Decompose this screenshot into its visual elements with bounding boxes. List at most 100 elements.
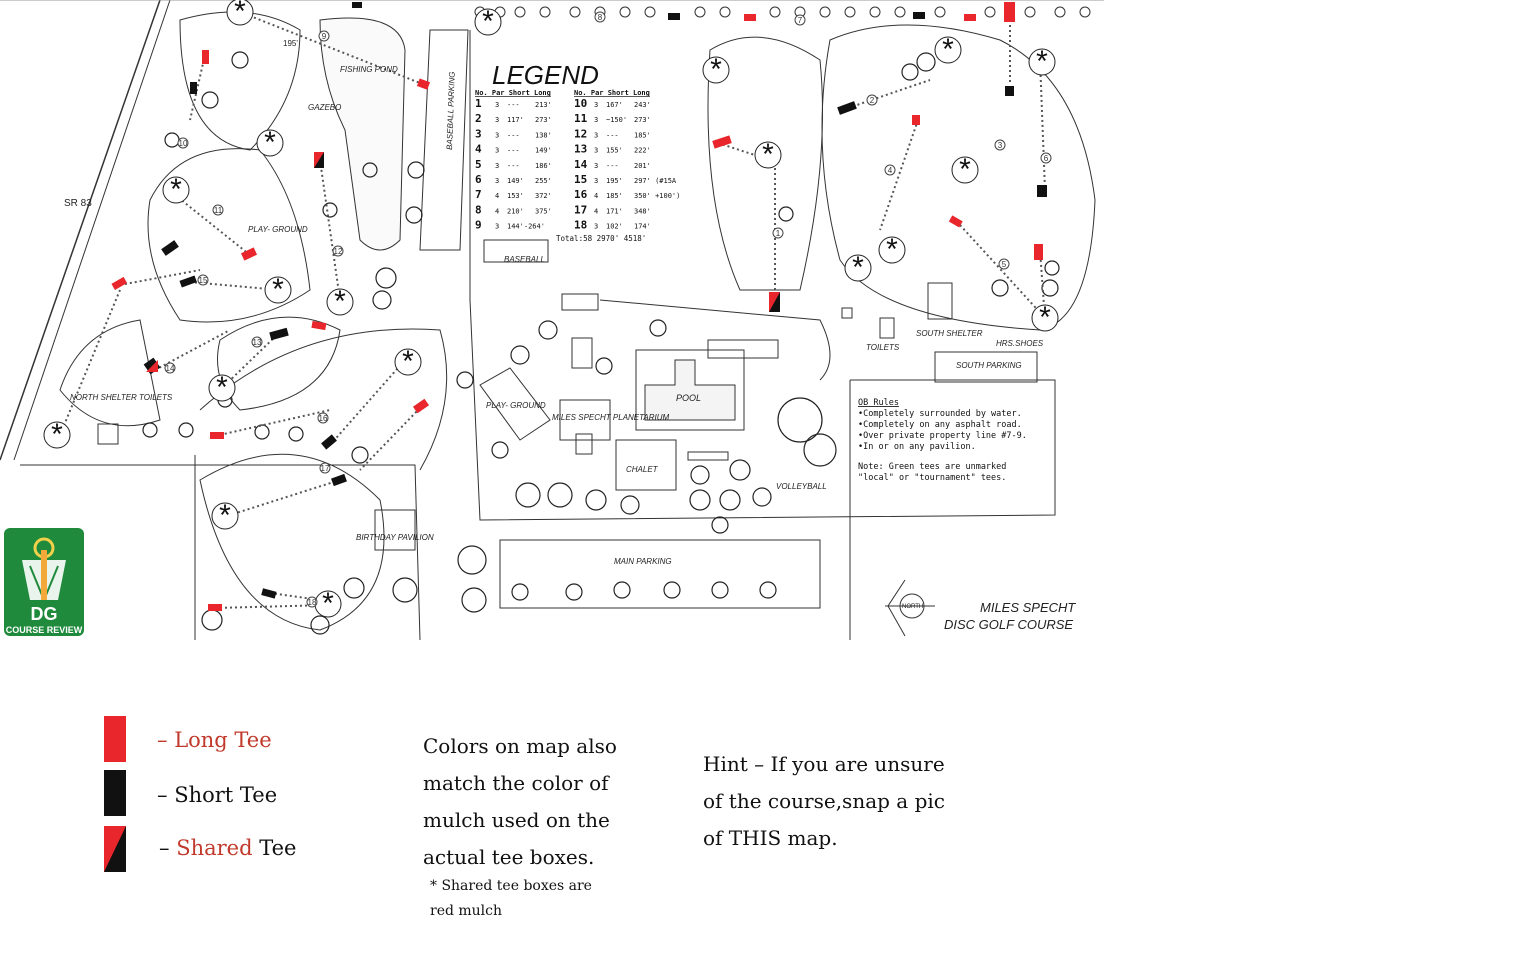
legend-short-distance: 149' [507, 177, 524, 185]
ob-rules: OB Rules •Completely surrounded by water… [858, 398, 1027, 483]
svg-text:*: * [170, 173, 182, 206]
legend-long-distance: 222' [634, 147, 651, 155]
ob-title: OB Rules [858, 398, 899, 408]
svg-text:*: * [51, 418, 63, 451]
legend-short-distance: 185' [606, 192, 623, 200]
short-tee-dash: – [157, 783, 175, 807]
hole-number: 3 [998, 141, 1003, 150]
legend-hole-number: 11 [574, 112, 588, 125]
north-arrow-label: NORTH [902, 604, 923, 610]
hint-line: of THIS map. [703, 826, 838, 850]
south-parking-label: SOUTH PARKING [956, 361, 1022, 370]
legend-par: 3 [594, 177, 598, 185]
baseball-parking-label: BASEBALL PARKING [445, 71, 457, 150]
hole-number: 13 [253, 338, 262, 347]
shared-tee-dash: – [159, 836, 177, 860]
svg-text:*: * [852, 251, 864, 284]
dgcr-logo: DG COURSE REVIEW [4, 528, 84, 636]
svg-text:*: * [216, 371, 228, 404]
legend-hole-number: 3 [475, 127, 482, 140]
legend-par: 3 [495, 147, 499, 155]
hole-number: 1 [776, 229, 781, 238]
legend-par: 3 [594, 223, 598, 231]
north-shelter-label: NORTH SHELTER TOILETS [70, 393, 173, 402]
legend-short-distance: --- [606, 162, 619, 170]
legend-short-distance: --- [507, 101, 520, 109]
legend-short-distance: --- [606, 131, 619, 139]
fishing-pond-label: FISHING POND [340, 65, 398, 74]
legend-hole-number: 4 [475, 143, 482, 156]
legend-long-distance: 185' [634, 131, 651, 139]
colors-note: Colors on map also match the color of mu… [423, 728, 617, 876]
long-tee-swatch [104, 716, 126, 762]
legend-long-distance: 149' [535, 147, 552, 155]
shared-mulch-line: * Shared tee boxes are [430, 878, 592, 894]
legend-short-distance: --- [507, 131, 520, 139]
legend-hole-number: 17 [574, 203, 587, 216]
legend-hole-number: 2 [475, 112, 482, 125]
legend-hole-number: 8 [475, 203, 482, 216]
ob-rule: •Completely surrounded by water. [858, 409, 1022, 419]
legend-hole-number: 13 [574, 143, 587, 156]
hole-number: 11 [214, 206, 223, 215]
hole-number: 8 [598, 13, 603, 22]
legend-long-distance: 348' [634, 207, 651, 215]
legend-par: 3 [495, 116, 499, 124]
hole-number: 18 [308, 598, 317, 607]
hint-line: Hint – If you are unsure [703, 752, 945, 776]
volleyball-label: VOLLEYBALL [776, 482, 827, 491]
legend-long-distance: 138' [535, 131, 552, 139]
birthday-pavilion-label: BIRTHDAY PAVILION [356, 533, 434, 542]
legend-hole-number: 5 [475, 158, 482, 171]
svg-text:*: * [1036, 45, 1048, 78]
svg-text:*: * [942, 33, 954, 66]
playground-label: PLAY- GROUND [248, 225, 308, 234]
ob-note-line-2: "local" or "tournament" tees. [858, 473, 1006, 483]
ob-note-line-1: Note: Green tees are unmarked [858, 462, 1006, 472]
legend-hole-number: 12 [574, 127, 587, 140]
hole-number: 2 [870, 96, 875, 105]
long-tee-key: – Long Tee [157, 728, 272, 752]
legend-short-distance: --- [507, 147, 520, 155]
legend-total: Total:58 2970' 4518' [556, 234, 646, 243]
south-shelter-label: SOUTH SHELTER [916, 329, 983, 338]
legend-hole-number: 9 [475, 219, 482, 232]
legend-hole-number: 16 [574, 188, 588, 201]
svg-text:*: * [1039, 301, 1051, 334]
logo-brand: DG [31, 604, 58, 624]
ob-rule: •In or on any pavilion. [858, 442, 976, 452]
legend-par: 4 [594, 207, 598, 215]
svg-text:*: * [322, 587, 334, 620]
legend-long-distance: 350' +100') [634, 192, 680, 200]
svg-text:*: * [402, 345, 414, 378]
legend-short-distance: ~150' [606, 116, 627, 124]
legend-par: 3 [495, 177, 499, 185]
legend-par: 3 [594, 131, 598, 139]
legend-par: 3 [594, 101, 598, 109]
pool-label: POOL [676, 393, 701, 403]
hole-number: 9 [322, 32, 327, 41]
main-parking-label: MAIN PARKING [614, 557, 672, 566]
shared-tee-tail: Tee [252, 836, 297, 860]
svg-text:*: * [234, 0, 246, 28]
hole-number: 10 [179, 139, 188, 148]
legend-long-distance: 174' [634, 223, 651, 231]
legend-hole-number: 18 [574, 219, 587, 232]
svg-text:*: * [959, 153, 971, 186]
chalet-label: CHALET [626, 465, 659, 474]
hole-number: 5 [1002, 260, 1007, 269]
legend-title: LEGEND [492, 60, 599, 90]
legend-par: 3 [495, 101, 499, 109]
legend-par: 3 [495, 131, 499, 139]
hole-number: 16 [319, 414, 328, 423]
legend-header-right: No. Par Short Long [574, 89, 650, 97]
legend-par: 4 [495, 207, 499, 215]
legend-long-distance: 213' [535, 101, 552, 109]
legend-hole-number: 7 [475, 188, 482, 201]
svg-text:*: * [272, 273, 284, 306]
svg-text:*: * [886, 233, 898, 266]
svg-text:*: * [219, 499, 231, 532]
legend-long-distance: 375' [535, 207, 552, 215]
legend-hole-number: 14 [574, 158, 588, 171]
legend-long-distance: 255' [535, 177, 552, 185]
